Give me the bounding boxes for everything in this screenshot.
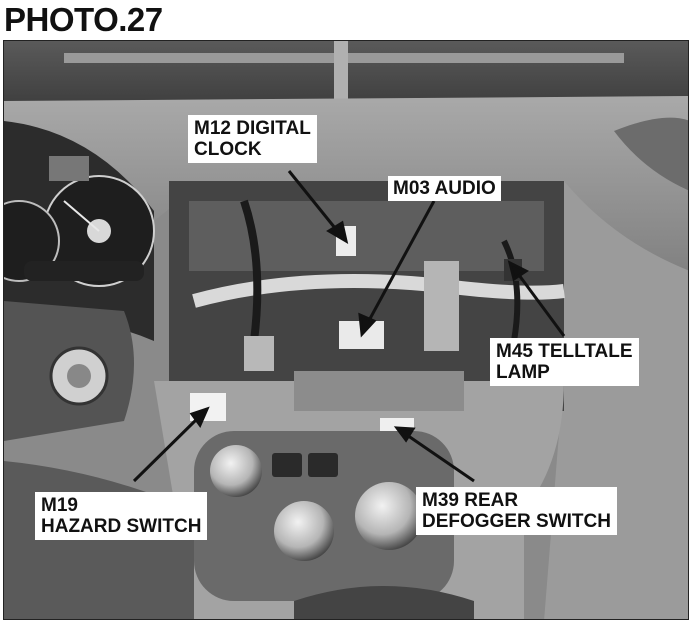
ignition-core <box>67 364 91 388</box>
callout-m19-hazard-switch: M19 HAZARD SWITCH <box>35 492 208 540</box>
windshield-post <box>334 41 348 101</box>
cavity-back-panel <box>189 201 544 271</box>
callout-m12-line1: M12 DIGITAL <box>194 118 311 139</box>
arrowhead-m12 <box>326 220 349 245</box>
arrowhead-m45 <box>507 260 529 282</box>
callout-m45-line2: LAMP <box>496 362 550 383</box>
arrow-m19 <box>132 414 202 483</box>
shifter-base <box>294 586 474 619</box>
callout-m12-line2: CLOCK <box>194 139 262 160</box>
arrow-m12 <box>287 170 341 234</box>
arrow-m39 <box>403 431 475 483</box>
callout-m39-line2: DEFOGGER SWITCH <box>422 511 611 532</box>
arrow-m45 <box>514 270 566 337</box>
photo-title: PHOTO.27 <box>4 1 163 38</box>
leader-arrows <box>132 170 566 483</box>
harness-wire-right <box>501 239 521 342</box>
arrowhead-m03 <box>358 312 377 338</box>
arrow-m03 <box>364 200 436 327</box>
floor-area <box>4 461 194 619</box>
left-bracket <box>244 336 274 371</box>
audio-bracket <box>424 261 459 351</box>
center-climate-knob <box>274 501 334 561</box>
callout-m45-line1: M45 TELLTALE <box>496 341 633 362</box>
callout-m03-audio: M03 AUDIO <box>388 176 501 201</box>
right-climate-knob <box>355 482 423 550</box>
harness-wire-left <box>240 199 262 342</box>
left-climate-knob <box>210 445 262 497</box>
tachometer <box>4 200 60 282</box>
vent-curve <box>614 117 688 191</box>
cluster-display <box>49 156 89 181</box>
arrowhead-m39 <box>393 426 416 443</box>
callout-m19-line1: M19 <box>41 495 78 516</box>
callout-m39-line1: M39 REAR <box>422 490 519 511</box>
callout-m39-rear-defogger-switch: M39 REAR DEFOGGER SWITCH <box>416 487 617 535</box>
callout-m19-line2: HAZARD SWITCH <box>41 516 202 537</box>
callout-m03-line1: M03 AUDIO <box>393 178 496 199</box>
callout-m12-digital-clock: M12 DIGITAL CLOCK <box>188 115 317 163</box>
arrowhead-m19 <box>189 406 210 428</box>
turn-signal-stalk <box>24 261 144 281</box>
ac-button <box>272 453 302 477</box>
speedometer-needle <box>63 200 100 232</box>
callout-m45-telltale-lamp: M45 TELLTALE LAMP <box>490 338 639 386</box>
console-top-shelf <box>294 371 464 411</box>
recirc-button <box>308 453 338 477</box>
dashboard-top <box>4 96 688 290</box>
